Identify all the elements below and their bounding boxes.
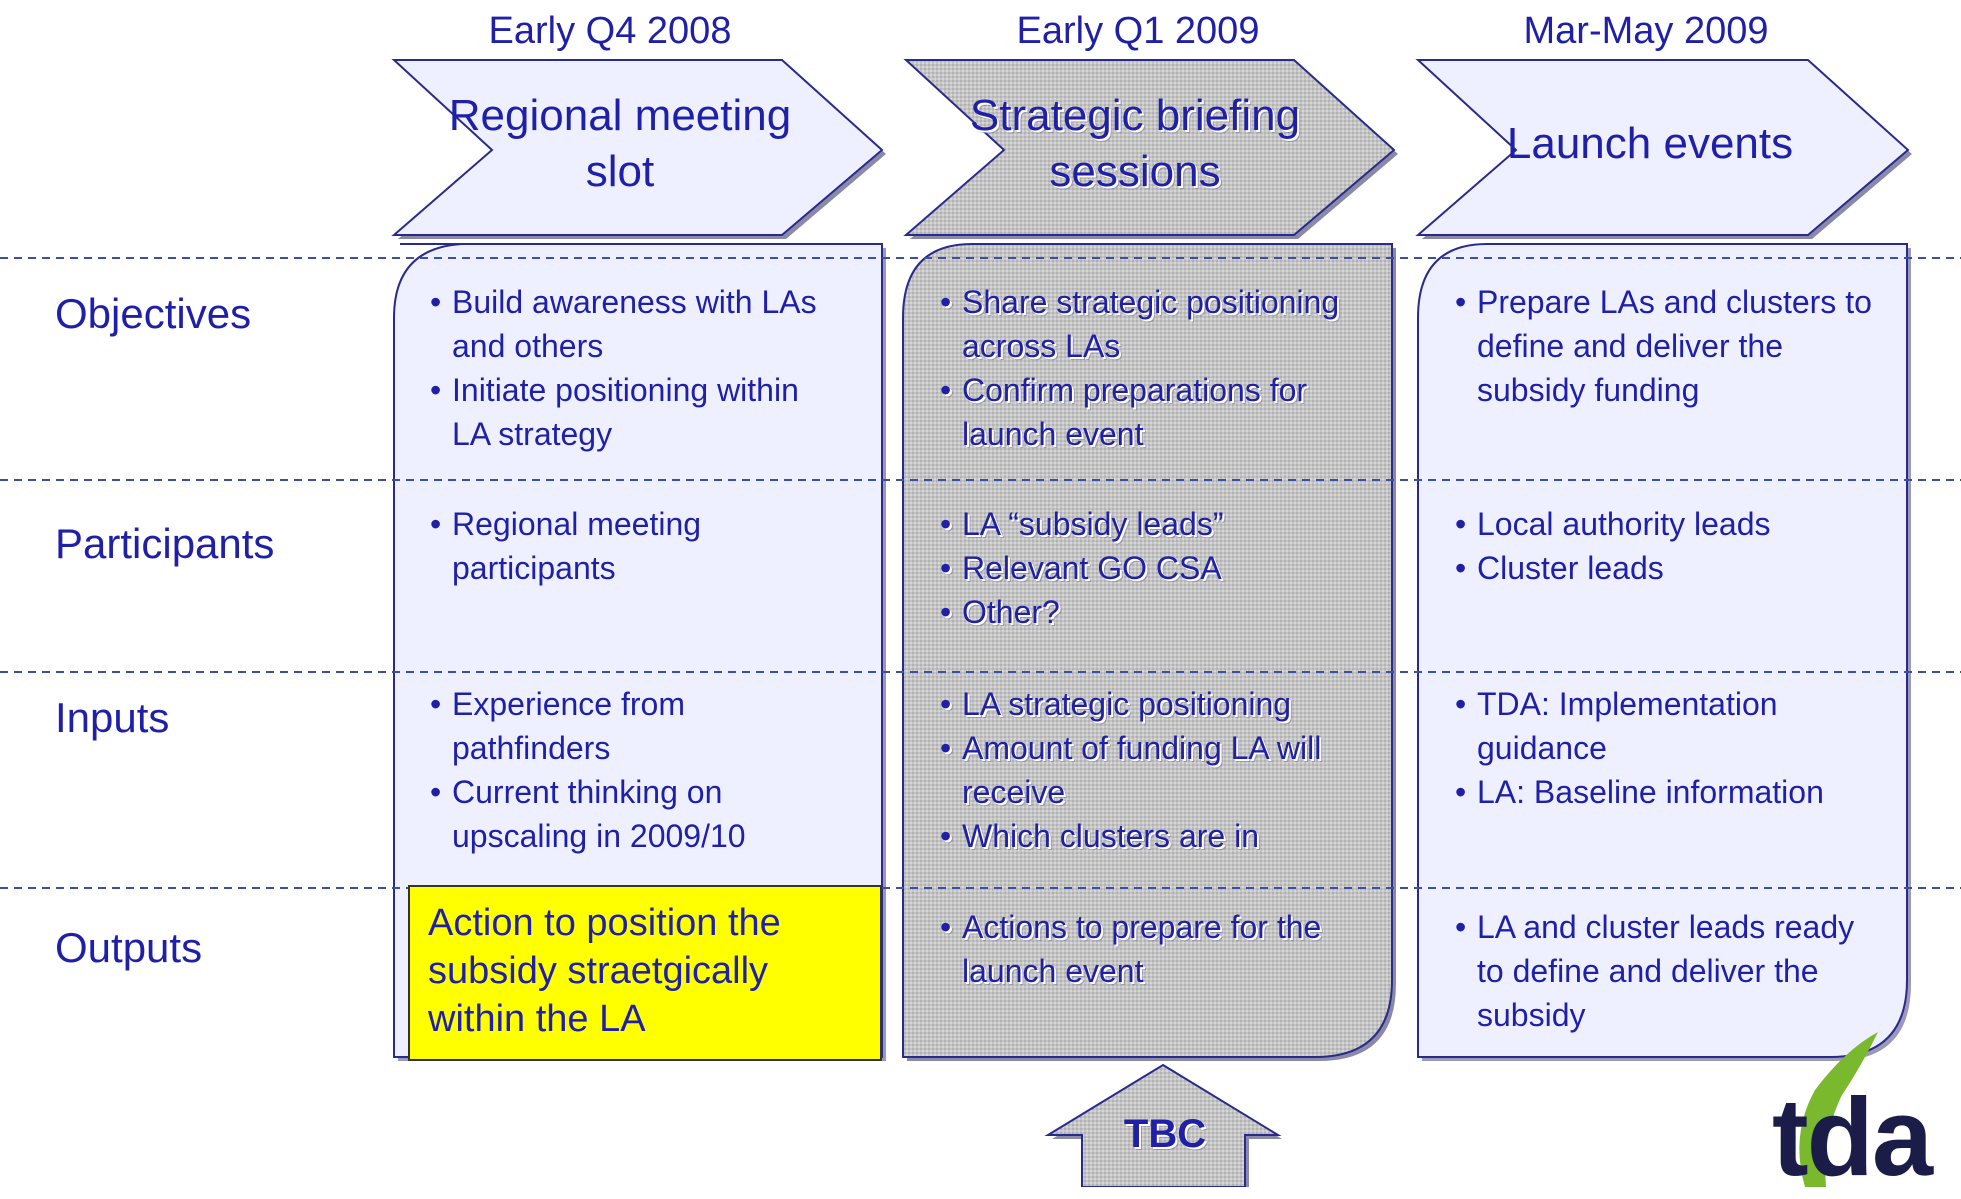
row-label-outputs: Outputs — [55, 924, 203, 971]
panel-col-3 — [1417, 243, 1911, 1061]
stage-title-1-line1: Regional meeting — [448, 91, 792, 140]
stage-title-2: Strategic briefing sessions — [925, 88, 1345, 200]
list-item: Confirm preparations for launch event — [940, 368, 1360, 456]
list-item: Regional meeting participants — [430, 502, 830, 590]
list-item: LA strategic positioning — [940, 682, 1360, 726]
col2-objectives: Share strategic positioning across LAs C… — [940, 280, 1360, 456]
col2-participants: LA “subsidy leads” Relevant GO CSA Other… — [940, 502, 1360, 634]
up-arrow-icon — [1044, 1063, 1282, 1187]
row-label-inputs: Inputs — [55, 694, 170, 741]
list-item: Current thinking on upscaling in 2009/10 — [430, 770, 830, 858]
list-item: LA “subsidy leads” — [940, 502, 1360, 546]
row-label-participants: Participants — [55, 520, 275, 567]
col1-outputs-highlight: Action to position the subsidy straetgic… — [408, 885, 882, 1061]
col2-outputs: Actions to prepare for the launch event — [940, 905, 1360, 993]
list-item: Which clusters are in — [940, 814, 1360, 858]
list-item: Relevant GO CSA — [940, 546, 1360, 590]
col1-inputs: Experience from pathfinders Current thin… — [430, 682, 830, 858]
period-heading-3: Mar-May 2009 — [1523, 10, 1769, 52]
col1-objectives: Build awareness with LAs and others Init… — [430, 280, 830, 456]
row-label-objectives: Objectives — [55, 290, 252, 337]
col3-participants: Local authority leads Cluster leads — [1455, 502, 1875, 590]
stage-title-2-line2: sessions — [1049, 147, 1221, 196]
period-heading-2: Early Q1 2009 — [1016, 10, 1260, 52]
col3-objectives: Prepare LAs and clusters to define and d… — [1455, 280, 1875, 412]
tda-logo: tda — [1772, 1076, 1933, 1199]
list-item: Initiate positioning within LA strategy — [430, 368, 830, 456]
list-item: Cluster leads — [1455, 546, 1875, 590]
list-item: Actions to prepare for the launch event — [940, 905, 1360, 993]
col1-participants: Regional meeting participants — [430, 502, 830, 590]
list-item: Amount of funding LA will receive — [940, 726, 1360, 814]
col3-outputs: LA and cluster leads ready to define and… — [1455, 905, 1875, 1037]
row-dividers — [0, 257, 1961, 889]
period-heading-1: Early Q4 2008 — [488, 10, 732, 52]
list-item: LA: Baseline information — [1455, 770, 1875, 814]
chevron-1 — [391, 59, 886, 239]
stage-title-3-line1: Launch events — [1506, 119, 1794, 168]
tda-logo-swoosh — [1799, 1032, 1878, 1187]
col2-inputs: LA strategic positioning Amount of fundi… — [940, 682, 1360, 858]
list-item: Experience from pathfinders — [430, 682, 830, 770]
stage-title-1: Regional meeting slot — [410, 88, 830, 200]
list-item: Prepare LAs and clusters to define and d… — [1455, 280, 1875, 412]
list-item: Share strategic positioning across LAs — [940, 280, 1360, 368]
list-item: LA and cluster leads ready to define and… — [1455, 905, 1875, 1037]
stage-title-2-line1: Strategic briefing — [969, 91, 1301, 140]
list-item: TDA: Implementation guidance — [1455, 682, 1875, 770]
list-item: Build awareness with LAs and others — [430, 280, 830, 368]
stage-title-1-line2: slot — [585, 147, 655, 196]
list-item: Local authority leads — [1455, 502, 1875, 546]
col3-inputs: TDA: Implementation guidance LA: Baselin… — [1455, 682, 1875, 814]
chevron-2 — [903, 59, 1398, 239]
stage-title-3: Launch events — [1440, 116, 1860, 172]
list-item: Other? — [940, 590, 1360, 634]
chevron-3 — [1415, 59, 1912, 239]
tbc-label: TBC — [1123, 1112, 1207, 1156]
